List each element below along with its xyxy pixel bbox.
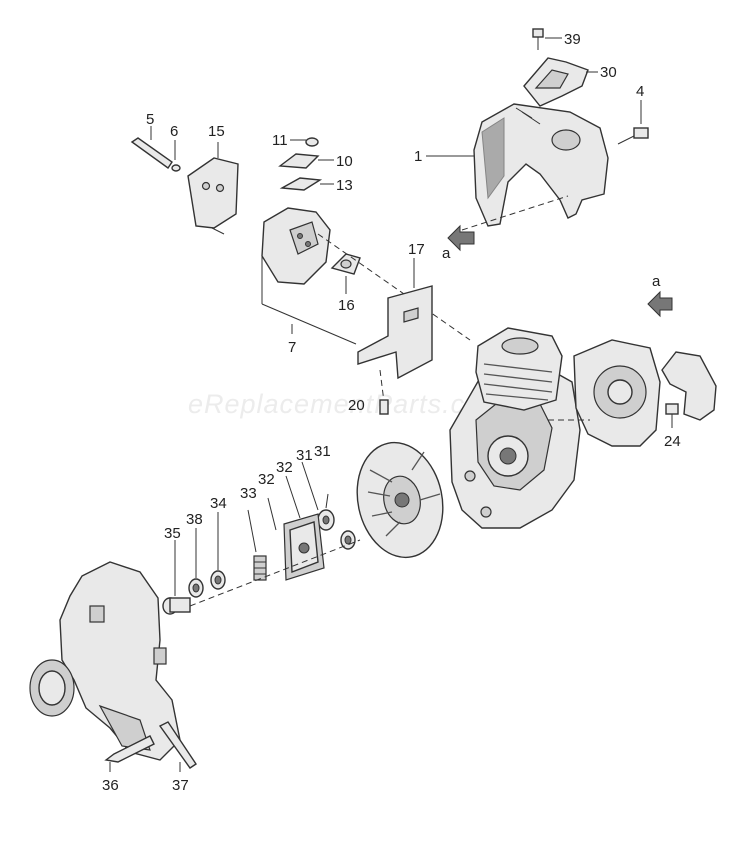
- heat-shield-17: [357, 258, 433, 380]
- leader-31a: [301, 461, 319, 511]
- bracket-10: [278, 153, 334, 169]
- label-4: 4: [636, 83, 644, 100]
- recoil-starter: [548, 339, 717, 447]
- label-38: 38: [186, 511, 203, 528]
- label-31b: 31: [314, 443, 331, 460]
- label-37: 37: [172, 777, 189, 794]
- screw-11: [290, 137, 319, 147]
- label-15: 15: [208, 123, 225, 140]
- label-5: 5: [146, 111, 154, 128]
- label-11: 11: [272, 132, 288, 149]
- label-35: 35: [164, 525, 181, 542]
- leader-33: [247, 509, 257, 553]
- label-31a: 31: [296, 447, 313, 464]
- label-6: 6: [170, 123, 178, 140]
- bolt-36: [104, 735, 155, 772]
- leader-32b: [267, 497, 277, 531]
- cylinder-head: [475, 327, 563, 411]
- washer-31b: [340, 530, 356, 550]
- label-39: 39: [564, 31, 581, 48]
- screw-4: [617, 100, 649, 145]
- cover-piece-30: [523, 57, 598, 107]
- label-24: 24: [664, 433, 681, 450]
- label-30: 30: [600, 64, 617, 81]
- label-33: 33: [240, 485, 257, 502]
- label-13: 13: [336, 177, 353, 194]
- alignment-line-clutch: [189, 539, 361, 607]
- pin-37: [158, 721, 197, 772]
- top-cover-1: [426, 103, 609, 231]
- leader-31b: [325, 493, 329, 509]
- label-10: 10: [336, 153, 353, 170]
- bolt-35: [162, 597, 191, 615]
- clutch-spring-33: [253, 555, 267, 581]
- label-a-top: a: [442, 245, 451, 262]
- washer-38: [188, 578, 204, 598]
- label-32b: 32: [258, 471, 275, 488]
- screw-39: [532, 28, 562, 50]
- washer-34: [210, 570, 226, 590]
- gasket-13: [279, 177, 334, 191]
- label-17: 17: [408, 241, 425, 258]
- screw-24: [665, 403, 679, 428]
- washer-31a: [317, 509, 335, 531]
- label-36: 36: [102, 777, 119, 794]
- muffler-7: [261, 207, 357, 345]
- label-a-right: a: [652, 273, 661, 290]
- washer-6: [171, 140, 181, 172]
- label-7: 7: [288, 339, 296, 356]
- watermark: eReplacementParts.com: [188, 389, 505, 419]
- label-32a: 32: [276, 459, 293, 476]
- arrow-a-top: [447, 224, 475, 252]
- alignment-line-muffler: [317, 233, 471, 341]
- label-20: 20: [348, 397, 365, 414]
- flywheel: [356, 441, 444, 559]
- label-16: 16: [338, 297, 355, 314]
- leader-32a: [285, 475, 301, 519]
- cover-plate-15: [187, 142, 239, 235]
- arrow-a-right: [647, 290, 673, 318]
- label-34: 34: [210, 495, 227, 512]
- label-1: 1: [414, 148, 422, 165]
- clutch-housing: [29, 561, 181, 761]
- screw-20: [379, 369, 389, 415]
- screw-5: [130, 126, 173, 169]
- clutch-shoe-32: [283, 513, 325, 581]
